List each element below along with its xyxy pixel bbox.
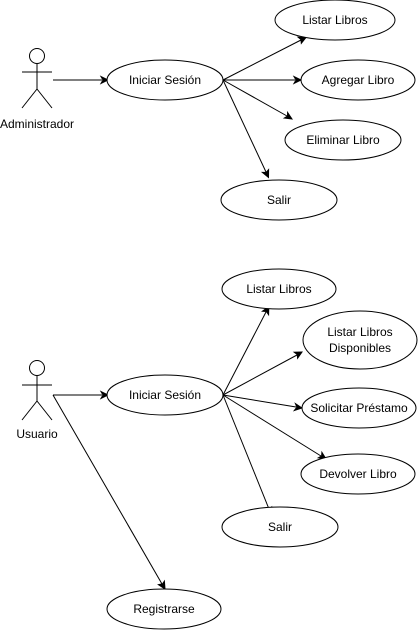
user-actor: Usuario	[16, 360, 58, 441]
usecase-label: Listar Libros	[246, 282, 311, 296]
user-login-to-request-loan-edge	[222, 394, 297, 408]
user-actor-leg-left	[21, 400, 38, 421]
arrowhead	[316, 450, 327, 460]
admin-usecase-login[interactable]: Iniciar Sesión	[106, 59, 224, 101]
admin-actor-leg-left	[21, 88, 38, 109]
admin-usecase-delete-book[interactable]: Eliminar Libro	[284, 119, 402, 161]
user-actor-label: Usuario	[16, 427, 58, 441]
user-usecase-list-available-books[interactable]: Listar Libros Disponibles	[302, 310, 418, 370]
user-usecase-register[interactable]: Registrarse	[106, 588, 222, 630]
usecase-label: Salir	[267, 193, 291, 207]
usecase-label: Devolver Libro	[319, 467, 397, 481]
usecase-label: Solicitar Préstamo	[310, 401, 408, 415]
user-usecase-request-loan[interactable]: Solicitar Préstamo	[301, 387, 417, 429]
admin-actor-head	[29, 48, 45, 64]
usecase-label: Iniciar Sesión	[129, 73, 201, 87]
arrowhead	[292, 351, 303, 360]
admin-login-to-exit-edge	[222, 79, 267, 173]
usecase-label: Eliminar Libro	[306, 133, 380, 147]
usecase-label: Registrarse	[133, 602, 195, 616]
user-usecase-exit[interactable]: Salir	[221, 506, 339, 548]
admin-usecase-list-books[interactable]: Listar Libros	[274, 0, 396, 41]
arrowhead	[292, 75, 303, 85]
usecase-label-line1: Listar Libros	[327, 325, 392, 339]
usecase-label: Salir	[268, 520, 292, 534]
user-login-to-list-available-edge	[222, 354, 298, 396]
admin-actor: Administrador	[0, 48, 74, 131]
admin-actor-leg-right	[36, 88, 53, 109]
user-to-register-edge	[52, 394, 163, 585]
user-actor-head	[29, 360, 45, 376]
arrowhead	[99, 390, 110, 400]
user-login-to-list-edge	[222, 311, 267, 396]
usecase-label: Agregar Libro	[322, 73, 395, 87]
admin-login-to-list-edge	[222, 39, 302, 81]
arrowhead	[282, 110, 294, 120]
admin-actor-label: Administrador	[0, 117, 74, 131]
arrowhead	[99, 75, 110, 85]
admin-usecase-exit[interactable]: Salir	[220, 179, 338, 221]
arrowhead	[296, 36, 308, 45]
arrowhead	[260, 168, 270, 179]
admin-usecase-add-book[interactable]: Agregar Libro	[300, 59, 416, 101]
arrowhead	[292, 402, 304, 412]
admin-login-to-delete-edge	[222, 79, 288, 117]
usecase-label: Listar Libros	[302, 13, 367, 27]
user-usecase-list-books[interactable]: Listar Libros	[221, 268, 337, 310]
user-actor-leg-right	[36, 400, 53, 421]
admin-associations	[53, 36, 308, 179]
user-login-to-exit-edge	[222, 394, 270, 510]
user-usecase-return-book[interactable]: Devolver Libro	[300, 453, 416, 495]
usecase-label-line2: Disponibles	[329, 341, 391, 355]
user-login-to-return-book-edge	[222, 394, 322, 457]
usecase-label: Iniciar Sesión	[129, 388, 201, 402]
user-usecase-login[interactable]: Iniciar Sesión	[106, 374, 224, 416]
arrowhead	[157, 579, 166, 590]
